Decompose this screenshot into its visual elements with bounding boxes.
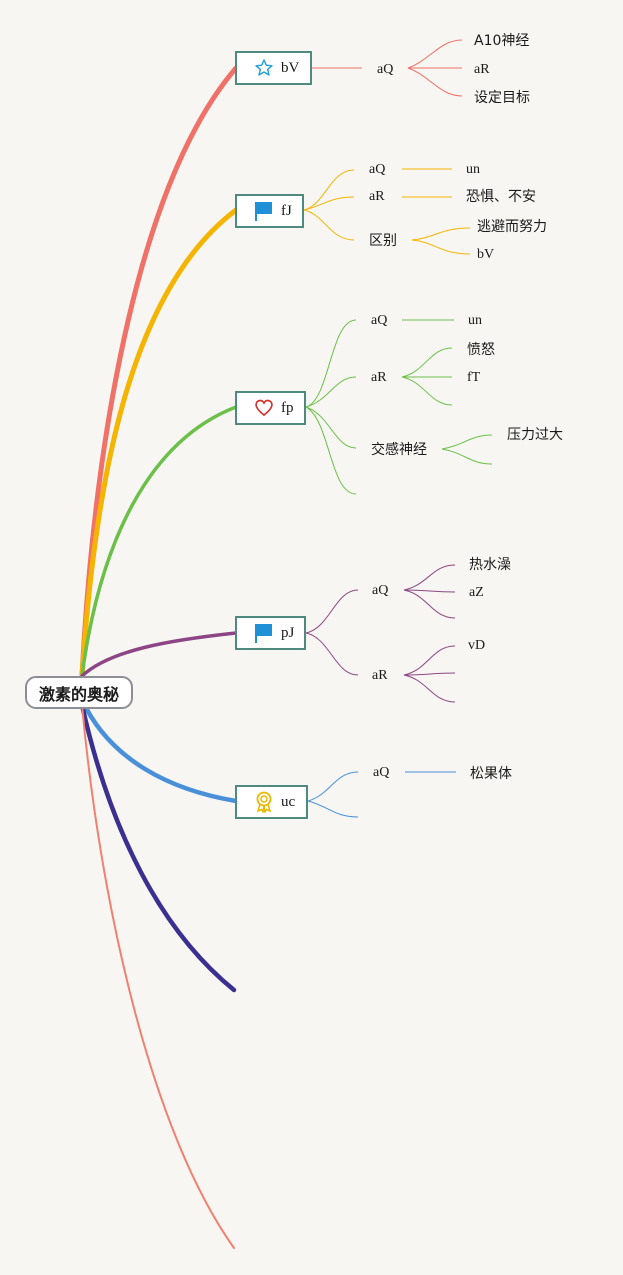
branch-fJ — [79, 207, 239, 679]
node-label[interactable]: aR — [369, 189, 385, 204]
star-icon — [253, 57, 275, 79]
node-label[interactable]: 松果体 — [470, 766, 512, 782]
node-label[interactable]: A10神经 — [474, 33, 530, 49]
node-label[interactable]: 愤怒 — [467, 342, 495, 358]
heart-icon — [253, 397, 275, 419]
node-label[interactable]: aQ — [373, 765, 390, 780]
topic-pJ[interactable]: pJ — [235, 616, 306, 650]
branch-empty-salmon — [81, 704, 235, 1249]
node-label[interactable]: 交感神经 — [371, 442, 427, 458]
branch-uc — [79, 697, 239, 804]
topic-fJ[interactable]: fJ — [235, 194, 304, 228]
node-label[interactable]: vD — [468, 638, 486, 653]
node-label[interactable]: 压力过大 — [507, 427, 563, 443]
topic-uc[interactable]: uc — [235, 785, 308, 819]
node-label[interactable]: un — [468, 313, 482, 328]
node-label[interactable]: un — [466, 162, 480, 177]
branch-fp — [80, 405, 238, 678]
node-label[interactable]: 区别 — [369, 233, 397, 249]
topic-label: uc — [281, 793, 296, 810]
root-node[interactable]: 激素的奥秘 — [25, 676, 133, 709]
node-label[interactable]: aR — [372, 668, 388, 683]
node-label[interactable]: fT — [467, 370, 481, 385]
branch-bV — [79, 65, 239, 679]
branch-pJ — [80, 631, 238, 678]
node-label[interactable]: 热水澡 — [469, 557, 511, 573]
node-label[interactable]: aR — [371, 370, 387, 385]
node-label[interactable]: aQ — [377, 62, 394, 77]
topic-label: pJ — [281, 624, 295, 641]
flag-icon — [253, 622, 275, 644]
node-label[interactable]: aQ — [371, 313, 388, 328]
topic-label: fp — [281, 399, 294, 416]
node-label[interactable]: 逃避而努力 — [477, 219, 547, 235]
topic-label: bV — [281, 59, 300, 76]
node-label[interactable]: aQ — [369, 162, 386, 177]
node-label[interactable]: bV — [477, 247, 495, 262]
flag-icon — [253, 200, 275, 222]
node-label[interactable]: 恐惧、不安 — [466, 189, 536, 205]
node-label[interactable]: 设定目标 — [474, 90, 530, 106]
award-icon — [253, 791, 275, 813]
node-label[interactable]: aZ — [469, 585, 484, 600]
node-label[interactable]: aR — [474, 62, 490, 77]
branch-empty-navy — [79, 702, 237, 993]
topic-fp[interactable]: fp — [235, 391, 306, 425]
root-label: 激素的奥秘 — [38, 684, 119, 704]
topic-label: fJ — [281, 202, 292, 219]
node-label[interactable]: aQ — [372, 583, 389, 598]
topic-bV[interactable]: bV — [235, 51, 312, 85]
